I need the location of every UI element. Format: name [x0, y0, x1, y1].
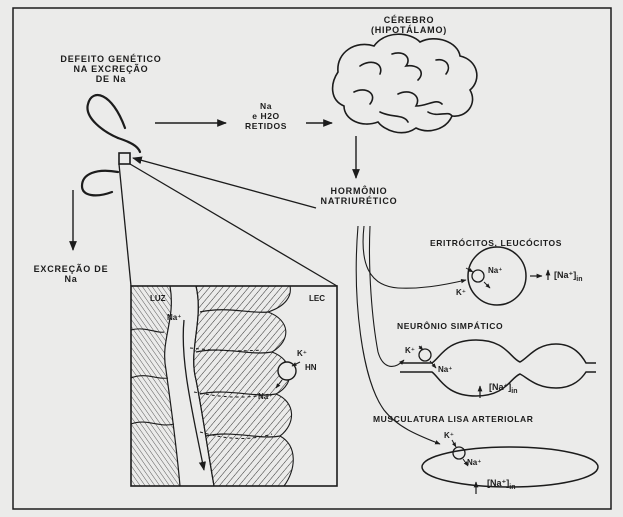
- label-smooth-muscle: MUSCULATURA LISA ARTERIOLAR: [373, 414, 553, 424]
- erythrocyte-cell: [466, 247, 526, 305]
- label-retained-line2: e H2O: [234, 111, 298, 121]
- muscle-conc-sub: in: [509, 484, 515, 491]
- erythrocyte-conc-base: [Na⁺]: [554, 270, 576, 280]
- label-erythrocytes: ERITRÓCITOS, LEUCÓCITOS: [430, 238, 600, 248]
- erythrocyte-conc-sub: in: [576, 276, 582, 283]
- inset-k-plus: K⁺: [297, 349, 307, 358]
- label-genetic-defect: DEFEITO GENÉTICO NA EXCREÇÃO DE Na: [52, 54, 170, 84]
- zoom-line-right: [130, 164, 337, 286]
- arrow-hormone-to-kidney: [133, 158, 316, 208]
- label-sympathetic-neuron: NEURÔNIO SIMPÁTICO: [397, 321, 527, 331]
- label-luz: LUZ: [150, 294, 166, 303]
- label-lec: LEC: [309, 294, 325, 303]
- muscle-k: K⁺: [444, 431, 454, 440]
- label-brain: CÉREBRO (HIPOTÁLAMO): [365, 15, 453, 35]
- label-genetic-defect-line3: DE Na: [52, 74, 170, 84]
- label-genetic-defect-line2: NA EXCREÇÃO: [52, 64, 170, 74]
- kidney-sample-box: [119, 153, 130, 164]
- label-excretion-line2: Na: [26, 274, 116, 284]
- label-brain-line2: (HIPOTÁLAMO): [365, 25, 453, 35]
- label-hormone: HORMÔNIO NATRIURÉTICO: [314, 186, 404, 206]
- neuron-conc-sub: in: [511, 388, 517, 395]
- inset-hn: HN: [305, 363, 317, 372]
- label-brain-line1: CÉREBRO: [365, 15, 453, 25]
- erythrocyte-na: Na⁺: [488, 266, 502, 275]
- muscle-na: Na⁺: [467, 458, 481, 467]
- tubule-inset: [131, 286, 337, 486]
- muscle-conc-base: [Na⁺]: [487, 478, 509, 488]
- muscle-conc: [Na⁺]in: [487, 478, 515, 491]
- hormone-pathways: [356, 226, 466, 444]
- erythrocyte-conc: [Na⁺]in: [554, 270, 582, 283]
- neuron-conc: [Na⁺]in: [489, 382, 517, 395]
- brain-drawing: [333, 34, 477, 132]
- label-retained-line1: Na: [234, 101, 298, 111]
- inset-na-lumen: Na⁺: [167, 313, 181, 322]
- neuron-conc-base: [Na⁺]: [489, 382, 511, 392]
- label-genetic-defect-line1: DEFEITO GENÉTICO: [52, 54, 170, 64]
- label-retained: Na e H2O RETIDOS: [234, 101, 298, 131]
- erythrocyte-k: K⁺: [456, 288, 466, 297]
- kidney-drawing: [82, 95, 140, 195]
- label-excretion: EXCREÇÃO DE Na: [26, 264, 116, 284]
- neuron-k: K⁺: [405, 346, 415, 355]
- neuron-na: Na⁺: [438, 365, 452, 374]
- label-excretion-line1: EXCREÇÃO DE: [26, 264, 116, 274]
- inset-na-cell: Na⁺: [258, 392, 272, 401]
- label-hormone-line1: HORMÔNIO: [314, 186, 404, 196]
- label-hormone-line2: NATRIURÉTICO: [314, 196, 404, 206]
- zoom-line-left: [119, 164, 131, 286]
- label-retained-line3: RETIDOS: [234, 121, 298, 131]
